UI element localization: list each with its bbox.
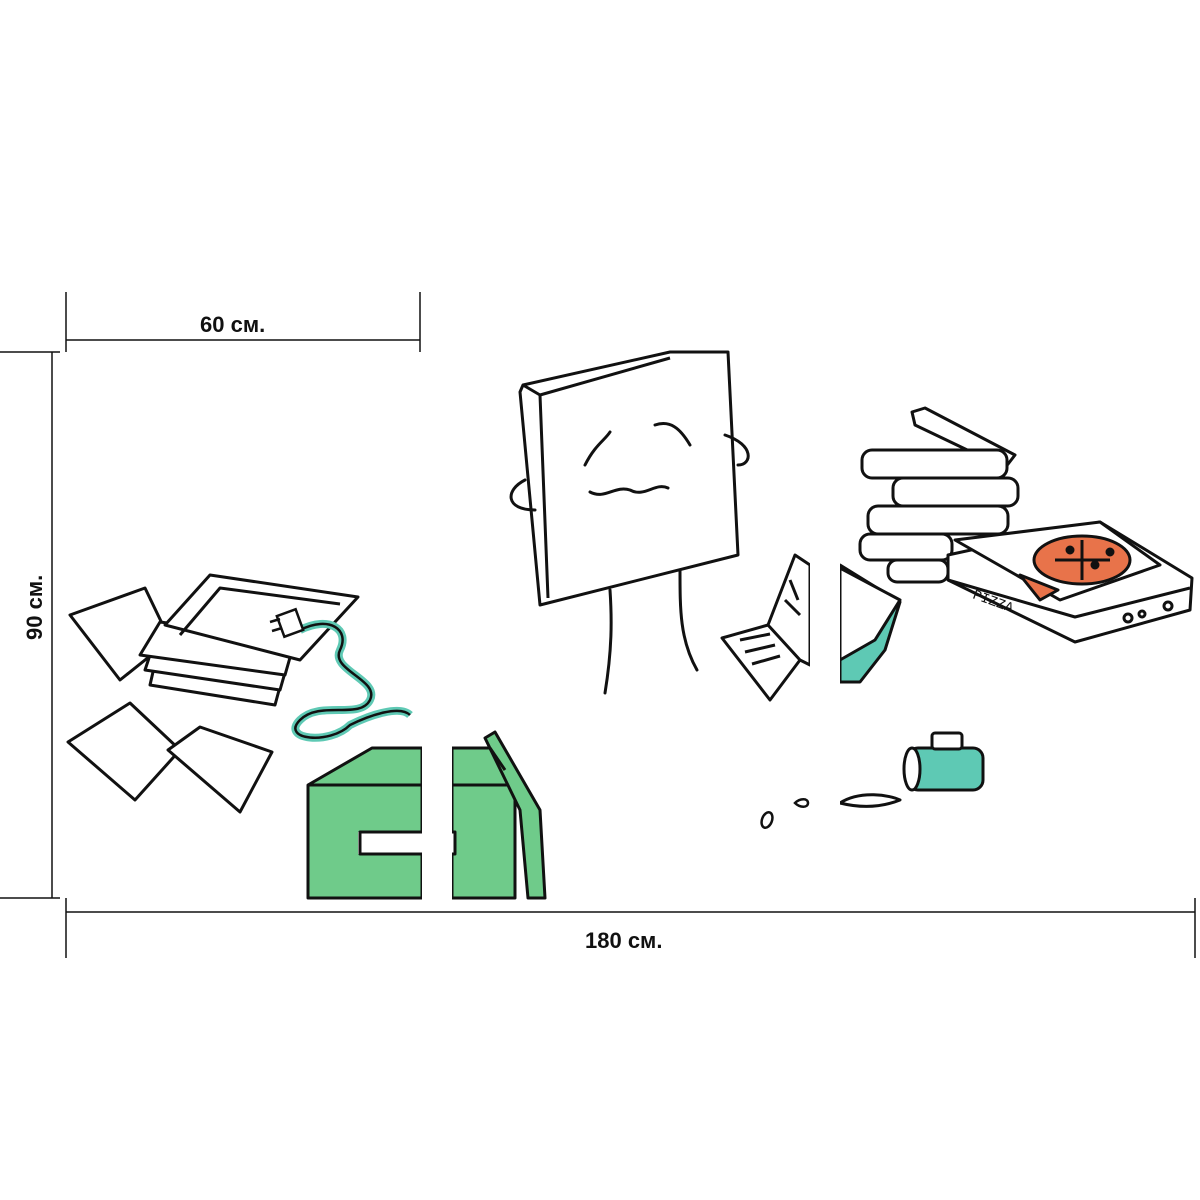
panel-middle [450,350,812,900]
panel-right: PIZZA [838,406,1194,808]
total-width-label: 180 см. [585,928,663,953]
panel-left [66,573,424,900]
panel-gap-1 [422,340,452,910]
panel-gap-2 [810,340,840,910]
panel-width-label: 60 см. [200,312,266,337]
dimension-lines [0,292,1196,958]
height-label: 90 см. [22,574,47,640]
